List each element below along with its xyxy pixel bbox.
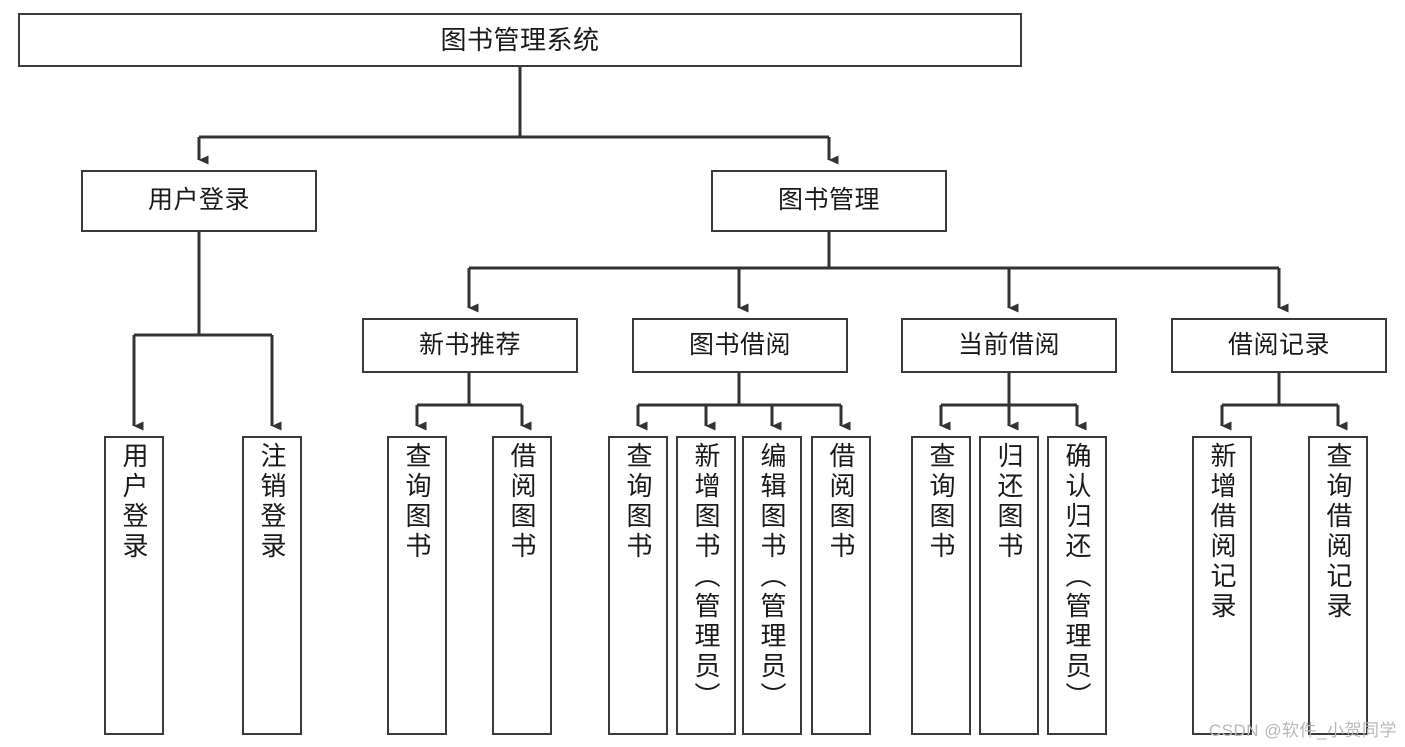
node-label: 查询借阅记录 <box>1323 442 1353 622</box>
watermark-text: CSDN @软件_小贺同学 <box>1208 721 1397 740</box>
node-label: 借阅图书 <box>826 442 856 562</box>
node-label: 新增图书（管理员） <box>691 442 721 712</box>
node-label: 用户登录 <box>119 442 149 562</box>
node-leaf-borrow-books-new[interactable]: 借阅图书 <box>492 436 552 735</box>
node-leaf-borrow-books[interactable]: 借阅图书 <box>811 436 871 735</box>
node-label: 用户登录 <box>147 186 250 215</box>
node-leaf-edit-book-admin[interactable]: 编辑图书（管理员） <box>742 436 802 735</box>
node-label: 编辑图书（管理员） <box>757 442 787 712</box>
node-label: 借阅记录 <box>1227 330 1330 359</box>
node-user-login[interactable]: 用户登录 <box>81 170 317 232</box>
node-label: 查询图书 <box>926 442 956 562</box>
node-leaf-query-books-current[interactable]: 查询图书 <box>911 436 971 735</box>
node-leaf-return-books[interactable]: 归还图书 <box>979 436 1039 735</box>
node-borrow-records[interactable]: 借阅记录 <box>1171 318 1387 373</box>
node-label: 当前借阅 <box>957 330 1060 359</box>
node-label: 新增借阅记录 <box>1207 442 1237 622</box>
node-label: 图书管理 <box>777 186 880 215</box>
node-label: 图书管理系统 <box>440 24 600 55</box>
node-leaf-query-books-borrow[interactable]: 查询图书 <box>608 436 668 735</box>
node-book-management[interactable]: 图书管理 <box>711 170 947 232</box>
node-leaf-query-books-new[interactable]: 查询图书 <box>387 436 447 735</box>
node-label: 归还图书 <box>994 442 1024 562</box>
node-leaf-logout[interactable]: 注销登录 <box>242 436 302 735</box>
node-label: 查询图书 <box>623 442 653 562</box>
node-label: 图书借阅 <box>688 330 791 359</box>
node-new-book-recommendation[interactable]: 新书推荐 <box>362 318 578 373</box>
node-label: 查询图书 <box>402 442 432 562</box>
node-label: 确认归还（管理员） <box>1062 442 1092 712</box>
node-current-borrowing[interactable]: 当前借阅 <box>901 318 1117 373</box>
node-book-borrowing[interactable]: 图书借阅 <box>632 318 848 373</box>
node-leaf-query-borrow-record[interactable]: 查询借阅记录 <box>1308 436 1368 735</box>
node-leaf-add-borrow-record[interactable]: 新增借阅记录 <box>1192 436 1252 735</box>
node-label: 注销登录 <box>257 442 287 562</box>
node-leaf-user-login[interactable]: 用户登录 <box>104 436 164 735</box>
node-leaf-add-book-admin[interactable]: 新增图书（管理员） <box>676 436 736 735</box>
node-label: 借阅图书 <box>507 442 537 562</box>
node-label: 新书推荐 <box>418 330 521 359</box>
node-root-book-management-system[interactable]: 图书管理系统 <box>18 13 1022 67</box>
node-leaf-confirm-return-admin[interactable]: 确认归还（管理员） <box>1047 436 1107 735</box>
